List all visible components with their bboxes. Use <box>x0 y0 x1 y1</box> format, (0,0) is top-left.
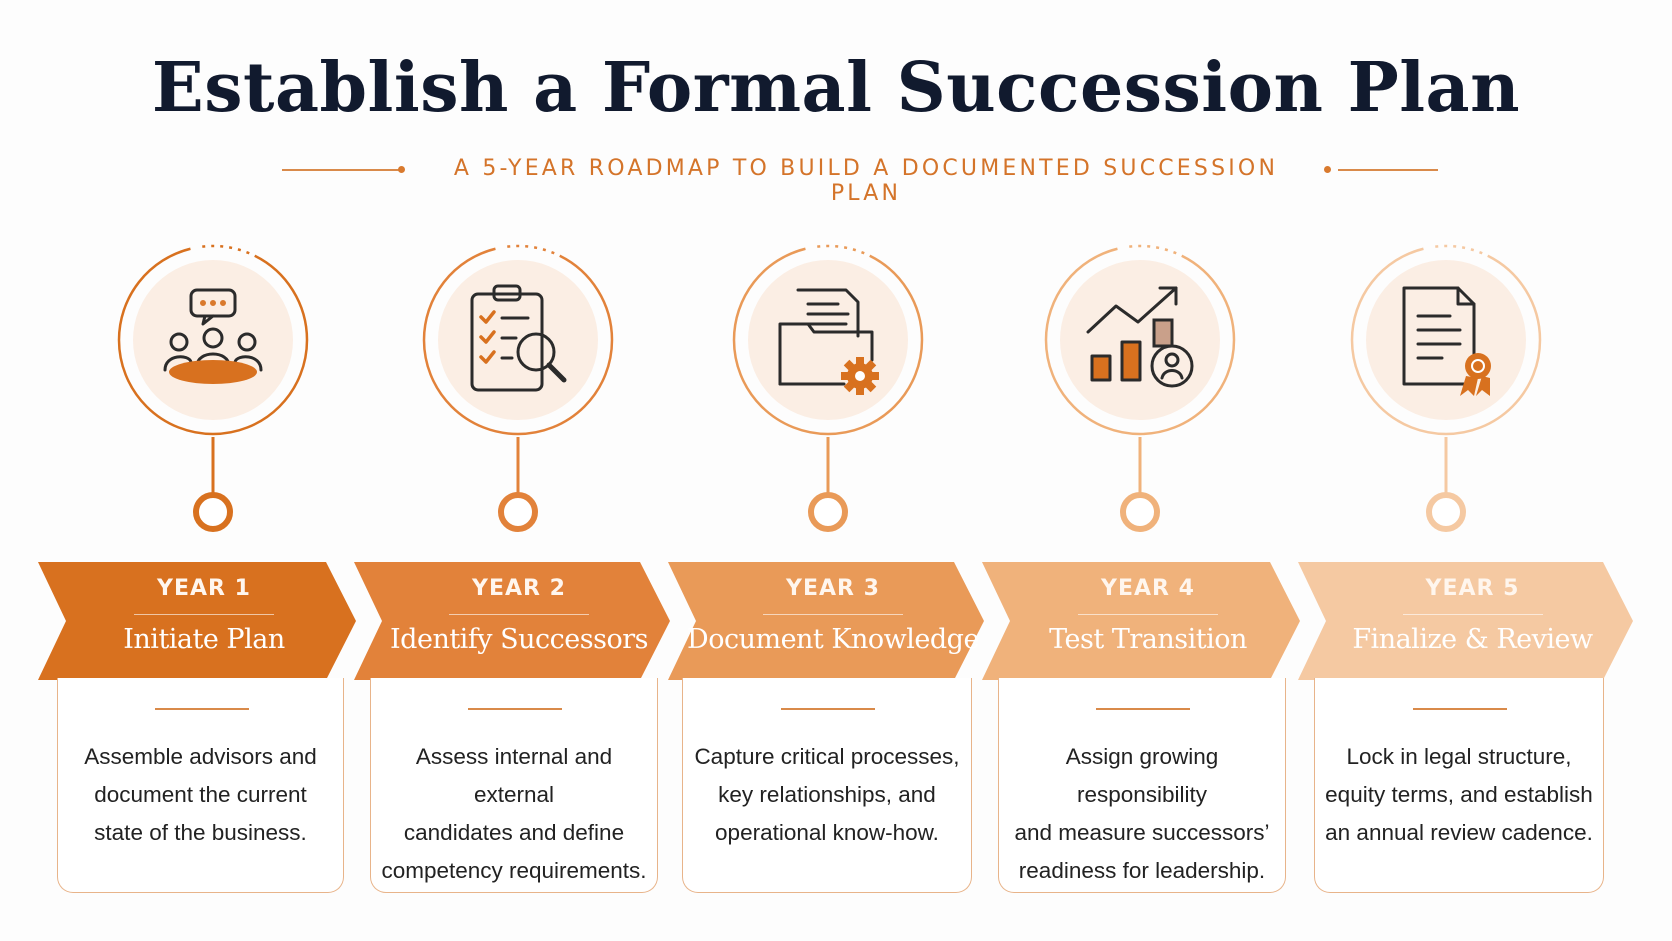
description-line: state of the business. <box>94 820 307 845</box>
step-description-card: Assess internal and external candidates a… <box>370 678 658 893</box>
timeline-node <box>1120 492 1160 532</box>
step-banner: YEAR 2 Identify Successors <box>354 562 670 680</box>
step-icon-circle <box>732 244 924 436</box>
description-divider <box>781 708 875 710</box>
meeting-table-icon <box>163 288 263 384</box>
banner-chevron <box>354 562 670 680</box>
subtitle-left-line <box>282 169 400 171</box>
folder-gear-icon <box>778 288 879 395</box>
page-subtitle: A 5-YEAR ROADMAP TO BUILD A DOCUMENTED S… <box>453 156 1279 206</box>
description-line: equity terms, and establish <box>1325 782 1593 807</box>
step-year: YEAR 2 <box>472 576 566 601</box>
banner-chevron <box>668 562 984 680</box>
description-line: key relationships, and <box>718 782 936 807</box>
banner-chevron <box>38 562 356 680</box>
step-title: Test Transition <box>1049 624 1247 655</box>
description-line: an annual review cadence. <box>1325 820 1593 845</box>
step-year: YEAR 5 <box>1425 576 1520 601</box>
description-divider <box>1096 708 1190 710</box>
clipboard-search-icon <box>470 284 567 392</box>
step-description: Lock in legal structure, equity terms, an… <box>1325 738 1593 852</box>
subtitle-right-line <box>1338 169 1438 171</box>
growth-chart-person-icon <box>1086 286 1194 388</box>
step-title: Identify Successors <box>390 624 648 655</box>
page-title: Establish a Formal Succession Plan <box>151 48 1521 128</box>
step-banner: YEAR 4 Test Transition <box>982 562 1300 680</box>
description-line: Capture critical processes, <box>694 744 960 769</box>
year-divider <box>1078 614 1218 615</box>
description-line: candidates and define <box>403 820 625 845</box>
description-line: Assemble advisors and <box>84 744 317 769</box>
year-divider <box>134 614 274 615</box>
step-year: YEAR 4 <box>1101 576 1195 601</box>
description-divider <box>468 708 562 710</box>
year-divider <box>449 614 589 615</box>
description-line: readiness for leadership. <box>1018 858 1266 883</box>
subtitle-left-dot <box>398 166 405 173</box>
timeline-node <box>498 492 538 532</box>
step-year: YEAR 1 <box>157 576 251 601</box>
subtitle-right-dot <box>1324 166 1331 173</box>
step-year: YEAR 3 <box>786 576 880 601</box>
description-line: and measure successors’ <box>1014 820 1270 845</box>
step-icon-circle <box>422 244 614 436</box>
timeline-node <box>193 492 233 532</box>
description-line: Assign growing responsibility <box>1065 744 1219 807</box>
certificate-document-icon <box>1402 286 1491 396</box>
description-line: document the current <box>94 782 307 807</box>
step-banner: YEAR 3 Document Knowledge <box>668 562 984 680</box>
step-description: Assign growing responsibility and measure… <box>1009 738 1275 890</box>
step-description-card: Lock in legal structure, equity terms, an… <box>1314 678 1604 893</box>
banner-chevron <box>982 562 1300 680</box>
description-divider <box>1413 708 1507 710</box>
description-divider <box>154 708 249 710</box>
step-description-card: Assign growing responsibility and measure… <box>998 678 1286 893</box>
step-banner: YEAR 1 Initiate Plan <box>38 562 356 680</box>
timeline-node <box>1426 492 1466 532</box>
description-line: competency requirements. <box>381 858 647 883</box>
timeline-node <box>808 492 848 532</box>
step-title: Finalize & Review <box>1352 624 1593 655</box>
step-icon-circle <box>117 244 309 436</box>
step-banner: YEAR 5 Finalize & Review <box>1298 562 1633 680</box>
subtitle-row: A 5-YEAR ROADMAP TO BUILD A DOCUMENTED S… <box>0 152 1672 206</box>
step-icon-circle <box>1044 244 1236 436</box>
step-icon-circle <box>1350 244 1542 436</box>
description-line: Lock in legal structure, <box>1346 744 1572 769</box>
year-divider <box>1402 614 1543 615</box>
step-description-card: Capture critical processes, key relations… <box>682 678 972 893</box>
description-line: operational know-how. <box>715 820 939 845</box>
step-title: Initiate Plan <box>123 624 285 655</box>
year-divider <box>763 614 903 615</box>
step-title: Document Knowledge <box>687 624 979 655</box>
banner-chevron <box>1298 562 1633 680</box>
step-description: Assemble advisors and document the curren… <box>68 738 333 852</box>
step-description: Assess internal and external candidates a… <box>381 738 647 890</box>
step-description-card: Assemble advisors and document the curren… <box>57 678 344 893</box>
description-line: Assess internal and external <box>415 744 613 807</box>
step-description: Capture critical processes, key relations… <box>693 738 961 852</box>
